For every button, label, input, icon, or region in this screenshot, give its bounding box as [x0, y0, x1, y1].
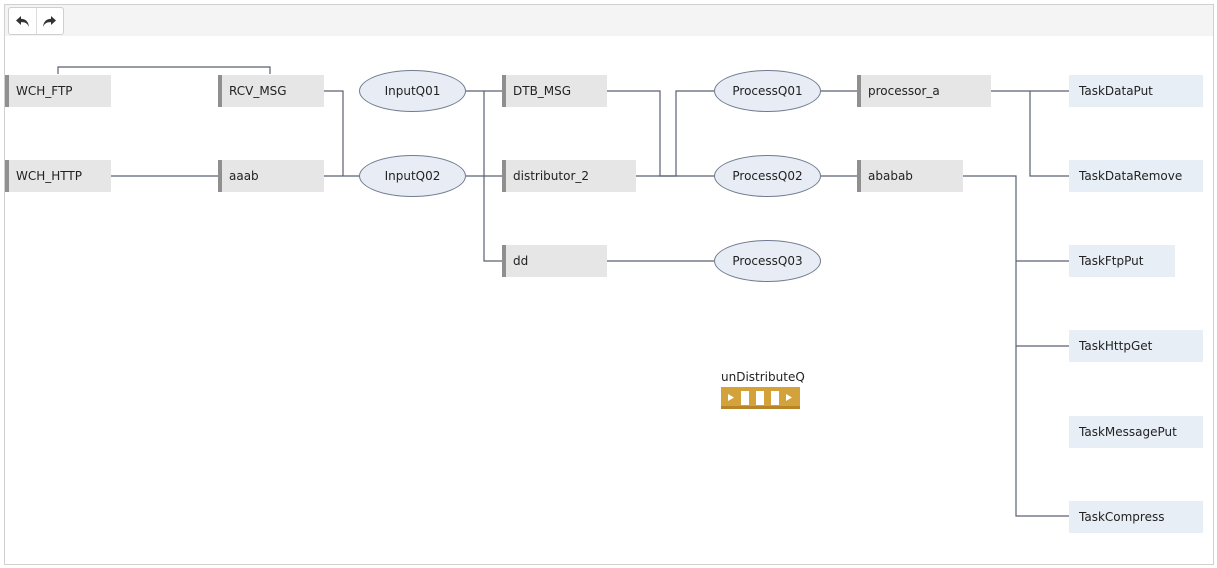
task-http-get[interactable]: TaskHttpGet	[1069, 330, 1203, 362]
undo-button[interactable]	[9, 8, 36, 34]
task-ftp-put[interactable]: TaskFtpPut	[1069, 245, 1175, 277]
queue-processq02[interactable]: ProcessQ02	[714, 155, 821, 197]
diagram-frame	[4, 4, 1214, 565]
link-dtbmsg-processq02	[607, 90, 714, 177]
queue-processq01[interactable]: ProcessQ01	[714, 70, 821, 112]
node-wch-http[interactable]: WCH_HTTP	[5, 160, 111, 192]
toolbar	[5, 5, 1213, 36]
link-processora-taskdataremove	[1029, 91, 1069, 177]
node-aaab[interactable]: aaab	[218, 160, 324, 192]
node-dd[interactable]: dd	[502, 245, 607, 277]
queue-icon[interactable]	[721, 387, 800, 409]
link-rcvmsg-inputq02	[324, 90, 344, 176]
node-dtb-msg[interactable]: DTB_MSG	[502, 75, 607, 107]
redo-arrow-icon	[43, 15, 57, 27]
queue-inputq02[interactable]: InputQ02	[359, 155, 466, 197]
undo-redo-group	[8, 7, 64, 35]
node-processor-a[interactable]: processor_a	[857, 75, 991, 107]
undistributed-queue-label: unDistributeQ	[721, 370, 805, 384]
node-distributor-2[interactable]: distributor_2	[502, 160, 636, 192]
redo-button[interactable]	[35, 8, 64, 34]
queue-processq03[interactable]: ProcessQ03	[714, 240, 821, 282]
link-wchftp-rcvmsg	[57, 66, 271, 74]
link-inputq01-dd	[483, 91, 502, 262]
node-wch-ftp[interactable]: WCH_FTP	[5, 75, 111, 107]
node-ababab[interactable]: ababab	[857, 160, 963, 192]
task-data-remove[interactable]: TaskDataRemove	[1069, 160, 1203, 192]
queue-inputq01[interactable]: InputQ01	[359, 70, 466, 112]
task-compress[interactable]: TaskCompress	[1069, 501, 1203, 533]
task-message-put[interactable]: TaskMessagePut	[1069, 416, 1203, 448]
node-rcv-msg[interactable]: RCV_MSG	[218, 75, 324, 107]
link-distributor2-processq01	[636, 90, 714, 177]
task-data-put[interactable]: TaskDataPut	[1069, 75, 1203, 107]
undo-arrow-icon	[15, 15, 29, 27]
